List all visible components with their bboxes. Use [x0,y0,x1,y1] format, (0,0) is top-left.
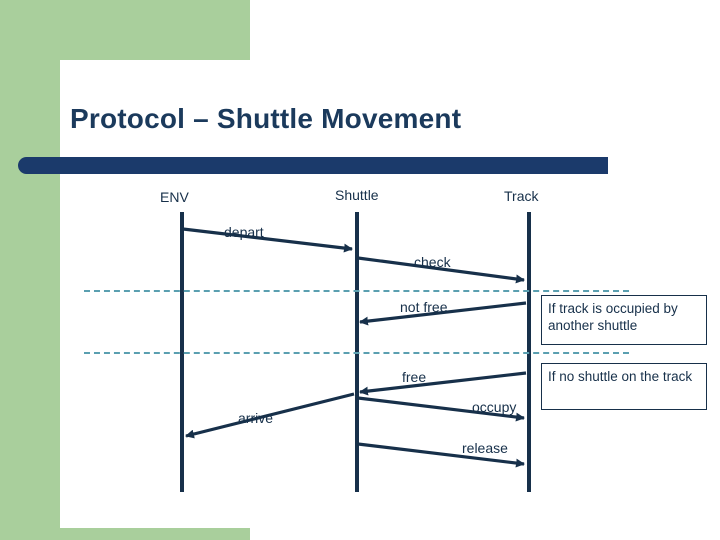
decorative-green-band-top [0,0,250,60]
message-label-release: release [462,440,508,456]
separator-line-2 [84,352,629,354]
separator-line-1 [84,290,629,292]
message-label-free: free [402,369,427,385]
decorative-green-band-left [0,0,60,540]
note-track-occupied: If track is occupied by another shuttle [541,295,707,345]
title-underline-bar [18,157,608,174]
lifeline-label-shuttle: Shuttle [335,187,379,203]
decorative-green-band-bottom [0,528,250,540]
message-label-arrive: arrive [238,410,274,426]
note-no-shuttle: If no shuttle on the track [541,363,707,410]
page-title: Protocol – Shuttle Movement [70,103,462,134]
lifeline-label-env: ENV [160,189,189,205]
lifeline-label-track: Track [504,188,539,204]
message-label-not-free: not free [400,299,448,315]
message-label-check: check [414,254,451,270]
message-label-occupy: occupy [472,399,517,415]
message-label-depart: depart [224,224,264,240]
